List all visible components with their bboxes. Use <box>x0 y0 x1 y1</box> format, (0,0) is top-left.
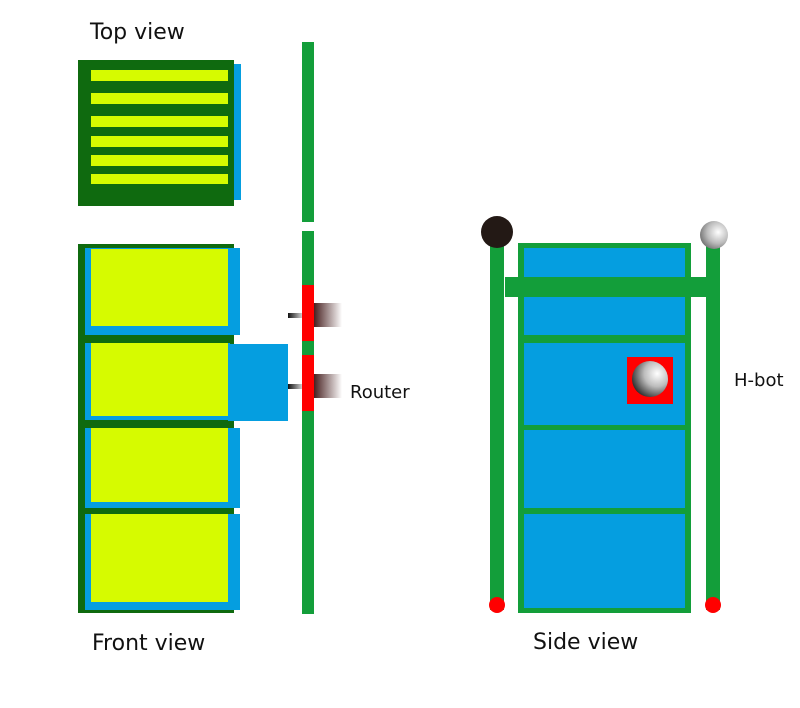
front-view-label: Front view <box>92 631 205 656</box>
side-compartment <box>524 430 685 508</box>
left-top-pulley <box>481 216 513 248</box>
left-bottom-pulley <box>489 597 505 613</box>
hbot-left-rail <box>490 240 504 610</box>
front-shelf-tray <box>91 428 228 502</box>
side-view-label: Side view <box>533 630 638 655</box>
router-motor <box>312 303 342 327</box>
top-view-slat <box>91 155 228 166</box>
top-view-frame <box>78 60 234 206</box>
side-compartment <box>524 514 685 608</box>
rail-upper-segment <box>302 42 314 222</box>
top-view-slat <box>91 136 228 147</box>
front-shelf-tray <box>91 514 228 602</box>
top-view-slat <box>91 174 228 184</box>
hbot-crossbar <box>505 277 719 297</box>
router-bit <box>288 313 302 318</box>
router-bit <box>288 384 302 389</box>
router-label: Router <box>350 382 410 403</box>
top-view-slat <box>91 116 228 127</box>
gripper-ball <box>632 361 668 397</box>
router-carriage <box>302 285 314 341</box>
router-carriage <box>302 355 314 411</box>
router-unit <box>288 355 342 411</box>
extended-tray <box>228 344 288 421</box>
top-view-blue-back <box>230 64 241 200</box>
top-view <box>78 60 241 206</box>
router-motor <box>312 374 342 398</box>
front-shelf-tray <box>91 343 228 416</box>
front-view <box>78 244 288 613</box>
top-view-slat <box>91 93 228 104</box>
hbot-label: H-bot <box>734 370 784 391</box>
top-view-slat <box>91 70 228 81</box>
top-view-label: Top view <box>89 20 185 45</box>
router-rail <box>288 42 342 614</box>
right-bottom-pulley <box>705 597 721 613</box>
router-unit <box>288 285 342 341</box>
front-shelf-tray <box>91 249 228 326</box>
side-view <box>481 216 728 613</box>
right-top-pulley <box>700 221 728 249</box>
hbot-right-rail <box>706 240 720 610</box>
